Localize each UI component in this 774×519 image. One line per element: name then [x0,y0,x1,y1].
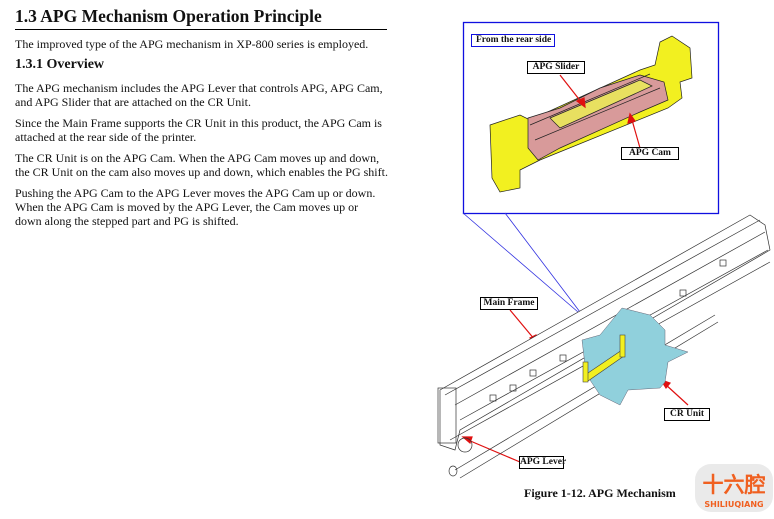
inset-title: From the rear side [471,34,555,47]
cr-unit-part [581,307,689,406]
label-apg-cam: APG Cam [621,147,679,160]
intro-paragraph: The improved type of the APG mechanism i… [15,37,369,51]
svg-text:SHILIUQIANG: SHILIUQIANG [704,500,763,509]
label-apg-slider: APG Slider [527,61,585,74]
title-divider [15,29,387,30]
paragraph: Since the Main Frame supports the CR Uni… [15,116,382,144]
label-cr-unit: CR Unit [664,408,710,421]
label-main-frame: Main Frame [480,297,538,310]
paragraph: The APG mechanism includes the APG Lever… [15,81,383,109]
zoom-line [504,212,581,313]
section-title: 1.3 APG Mechanism Operation Principle [15,6,322,26]
apg-part-small [582,334,626,383]
svg-text:十六腔: 十六腔 [703,473,766,497]
apg-slider-cam-part [489,35,693,193]
zoom-line [462,212,579,313]
paragraph: The CR Unit is on the APG Cam. When the … [15,151,388,179]
watermark-logo: 十六腔 SHILIUQIANG [694,462,774,514]
subsection-title: 1.3.1 Overview [15,57,105,72]
figure-caption: Figure 1-12. APG Mechanism [524,486,676,500]
inset-frame [462,21,720,215]
paragraph: Pushing the APG Cam to the APG Lever mov… [15,186,376,228]
label-apg-lever: APG Lever [519,456,567,469]
